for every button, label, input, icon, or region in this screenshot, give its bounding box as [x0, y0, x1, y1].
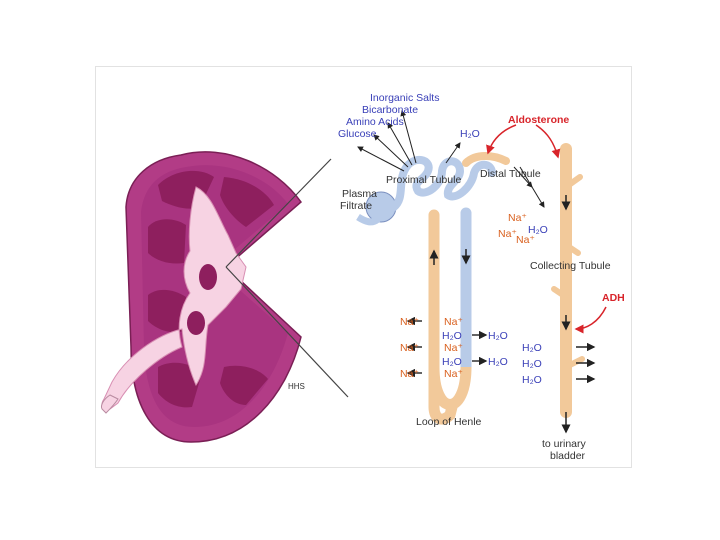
renal-pyramids	[148, 170, 274, 408]
label-to-urinary: to urinary	[542, 438, 587, 450]
label-h2o-proximal: H₂O	[460, 128, 480, 140]
ureter	[101, 394, 119, 414]
label-adh: ADH	[602, 292, 625, 304]
zoom-line-top	[225, 158, 332, 268]
kidney-cross-section: HHS	[101, 151, 305, 443]
label-h2o-collecting-1: H₂O	[522, 342, 542, 354]
collecting-branch-1	[563, 174, 583, 190]
label-na-loop-right-3: Na⁺	[444, 368, 463, 380]
label-loop-of-henle: Loop of Henle	[416, 416, 482, 428]
label-bladder: bladder	[550, 450, 586, 462]
label-plasma: Plasma	[342, 188, 377, 200]
proximal-tubule-tube	[390, 155, 496, 211]
zoom-line-bottom	[225, 266, 349, 398]
kidney-calyx-top	[199, 264, 217, 290]
loop-bottom-tube	[428, 366, 472, 410]
label-distal-tubule: Distal Tubule	[480, 168, 541, 180]
label-h2o-loop-2: H₂O	[442, 356, 462, 368]
nephron	[356, 143, 585, 434]
label-na-loop-right-2: Na⁺	[444, 342, 463, 354]
reabsorption-arrows	[357, 110, 545, 208]
label-h2o-loop-out-1: H₂O	[488, 330, 508, 342]
label-aldosterone: Aldosterone	[508, 114, 569, 126]
label-na-distal-1: Na⁺	[508, 212, 527, 224]
plasma-filtrate-tube	[356, 214, 381, 226]
label-na-loop-right-1: Na⁺	[444, 316, 463, 328]
label-filtrate: Filtrate	[340, 200, 372, 212]
collecting-branch-4	[563, 356, 585, 370]
label-na-loop-left-2: Na⁺	[400, 342, 419, 354]
label-h2o-loop-out-2: H₂O	[488, 356, 508, 368]
label-proximal-tubule: Proximal Tubule	[386, 174, 461, 186]
nephron-figure: HHS	[95, 66, 632, 468]
label-h2o-loop-1: H₂O	[442, 330, 462, 342]
label-collecting-tubule: Collecting Tubule	[530, 260, 611, 272]
artist-mark: HHS	[288, 382, 305, 391]
label-na-distal-3: Na⁺	[516, 234, 535, 246]
label-na-loop-left-1: Na⁺	[400, 316, 419, 328]
label-inorganic-salts: Inorganic Salts	[370, 92, 439, 104]
aldosterone-arrow-right	[535, 124, 561, 159]
label-na-loop-left-3: Na⁺	[400, 368, 419, 380]
label-bicarbonate: Bicarbonate	[362, 104, 418, 116]
loop-exchange-arrows	[406, 316, 596, 384]
label-na-distal-2: Na⁺	[498, 228, 517, 240]
label-h2o-collecting-3: H₂O	[522, 374, 542, 386]
loop-descending-tube	[428, 209, 458, 425]
label-glucose: Glucose	[338, 128, 377, 140]
kidney-nephron-diagram: HHS	[101, 92, 625, 462]
label-h2o-collecting-2: H₂O	[522, 358, 542, 370]
label-h2o-distal: H₂O	[528, 224, 548, 236]
kidney-calyx-bottom	[187, 311, 205, 335]
aldosterone-arrow-left	[486, 124, 517, 155]
label-amino-acids: Amino Acids	[346, 116, 404, 128]
adh-arrow	[574, 306, 607, 334]
collecting-branch-2	[563, 242, 581, 256]
distal-tubule-tube	[462, 152, 510, 167]
collecting-branch-3	[551, 286, 569, 300]
